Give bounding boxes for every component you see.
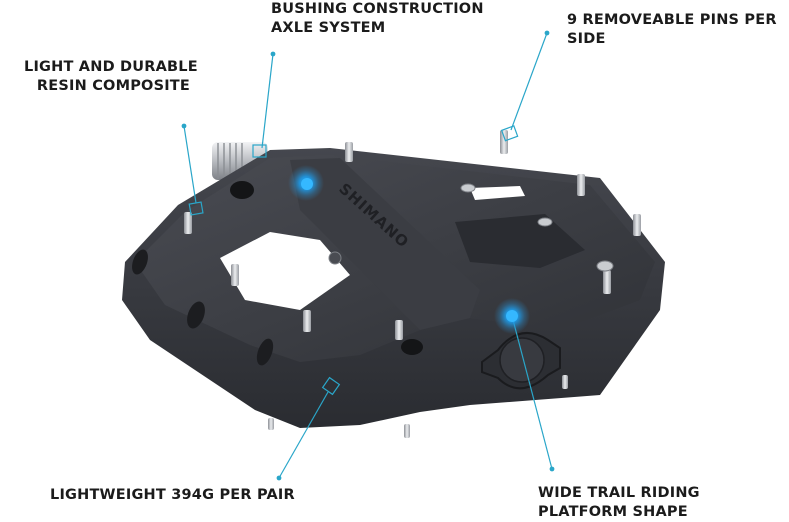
pin xyxy=(268,418,274,430)
axle-hole xyxy=(230,181,254,199)
callout-label-resin: LIGHT AND DURABLE RESIN COMPOSITE xyxy=(24,59,198,94)
callout-label-platform: WIDE TRAIL RIDING PLATFORM SHAPE xyxy=(538,485,700,520)
left-cutout xyxy=(220,232,350,310)
pedal-spine xyxy=(290,158,480,330)
pin xyxy=(404,424,410,438)
bearing-cap xyxy=(481,331,561,390)
pins xyxy=(184,130,641,438)
pin xyxy=(345,142,353,162)
callout-marker-bushing xyxy=(252,144,267,158)
pin xyxy=(184,212,192,234)
pin xyxy=(303,310,311,332)
callout-marker-weight xyxy=(321,376,341,396)
callout-lines xyxy=(183,32,553,479)
pin xyxy=(500,130,508,154)
side-hole xyxy=(132,249,148,275)
side-hole xyxy=(187,301,205,329)
side-hole xyxy=(256,338,274,366)
callout-label-weight: LIGHTWEIGHT 394G PER PAIR xyxy=(50,487,295,503)
callout-label-bushing: BUSHING CONSTRUCTION AXLE SYSTEM xyxy=(271,1,484,36)
side-hole xyxy=(401,339,423,355)
right-cutout xyxy=(455,214,585,268)
pin xyxy=(633,214,641,236)
pin xyxy=(395,320,403,340)
bolts xyxy=(328,183,614,272)
callout-label-pins: 9 REMOVEABLE PINS PER SIDE xyxy=(567,12,777,47)
pin xyxy=(231,264,239,286)
callout-marker-resin xyxy=(188,201,204,216)
pin xyxy=(577,174,585,196)
callout-marker-pins xyxy=(500,125,519,142)
callout-end-dots xyxy=(181,30,555,481)
right-slot xyxy=(470,186,525,200)
pin xyxy=(603,270,611,294)
pin xyxy=(562,375,568,389)
